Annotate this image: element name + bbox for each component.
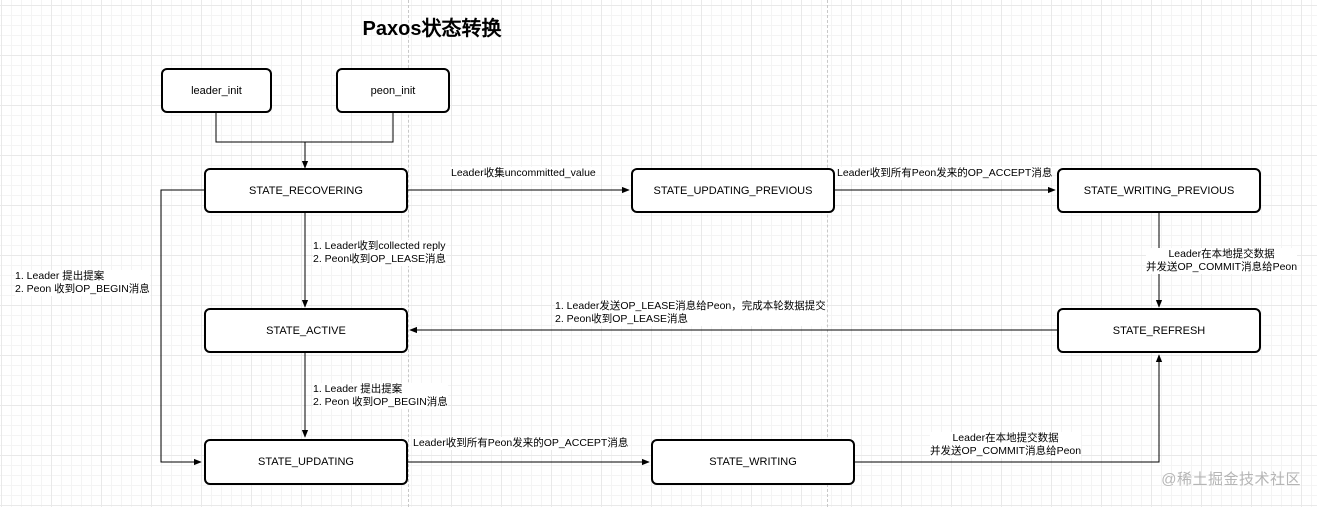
- edge-label-updating-previous-to-writing-previous: Leader收到所有Peon发来的OP_ACCEPT消息: [837, 167, 1053, 180]
- node-peon-init: peon_init: [336, 68, 450, 113]
- edge-label-recovering-to-active: 1. Leader收到collected reply 2. Peon收到OP_L…: [313, 240, 447, 266]
- node-state-recovering: STATE_RECOVERING: [204, 168, 408, 213]
- node-state-writing: STATE_WRITING: [651, 439, 855, 485]
- edge-label-refresh-to-active: 1. Leader发送OP_LEASE消息给Peon，完成本轮数据提交 2. P…: [555, 300, 826, 326]
- node-state-updating-previous: STATE_UPDATING_PREVIOUS: [631, 168, 835, 213]
- node-state-active: STATE_ACTIVE: [204, 308, 408, 353]
- watermark: @稀土掘金技术社区: [1161, 471, 1301, 488]
- edge-leader-init-to-recovering: [215, 113, 305, 143]
- diagram-title: Paxos状态转换: [362, 18, 502, 40]
- edge-label-recovering-to-updating: 1. Leader 提出提案 2. Peon 收到OP_BEGIN消息: [15, 270, 150, 296]
- edge-label-updating-to-writing: Leader收到所有Peon发来的OP_ACCEPT消息: [413, 437, 629, 450]
- edge-label-writing-previous-to-refresh: Leader在本地提交数据 并发送OP_COMMIT消息给Peon: [1146, 248, 1298, 274]
- edge-label-writing-to-refresh: Leader在本地提交数据 并发送OP_COMMIT消息给Peon: [930, 432, 1082, 458]
- node-leader-init: leader_init: [161, 68, 272, 113]
- edge-recovering-to-updating: [160, 189, 205, 466]
- node-state-refresh: STATE_REFRESH: [1057, 308, 1261, 353]
- edge-label-active-to-updating: 1. Leader 提出提案 2. Peon 收到OP_BEGIN消息: [313, 383, 448, 409]
- edge-label-recovering-to-updating-previous: Leader收集uncommitted_value: [451, 167, 596, 180]
- edge-writing-to-refresh: [853, 354, 1163, 463]
- node-state-updating: STATE_UPDATING: [204, 439, 408, 485]
- node-state-writing-previous: STATE_WRITING_PREVIOUS: [1057, 168, 1261, 213]
- page-break-line: [827, 0, 828, 507]
- edge-peon-init-to-recovering: [301, 113, 394, 169]
